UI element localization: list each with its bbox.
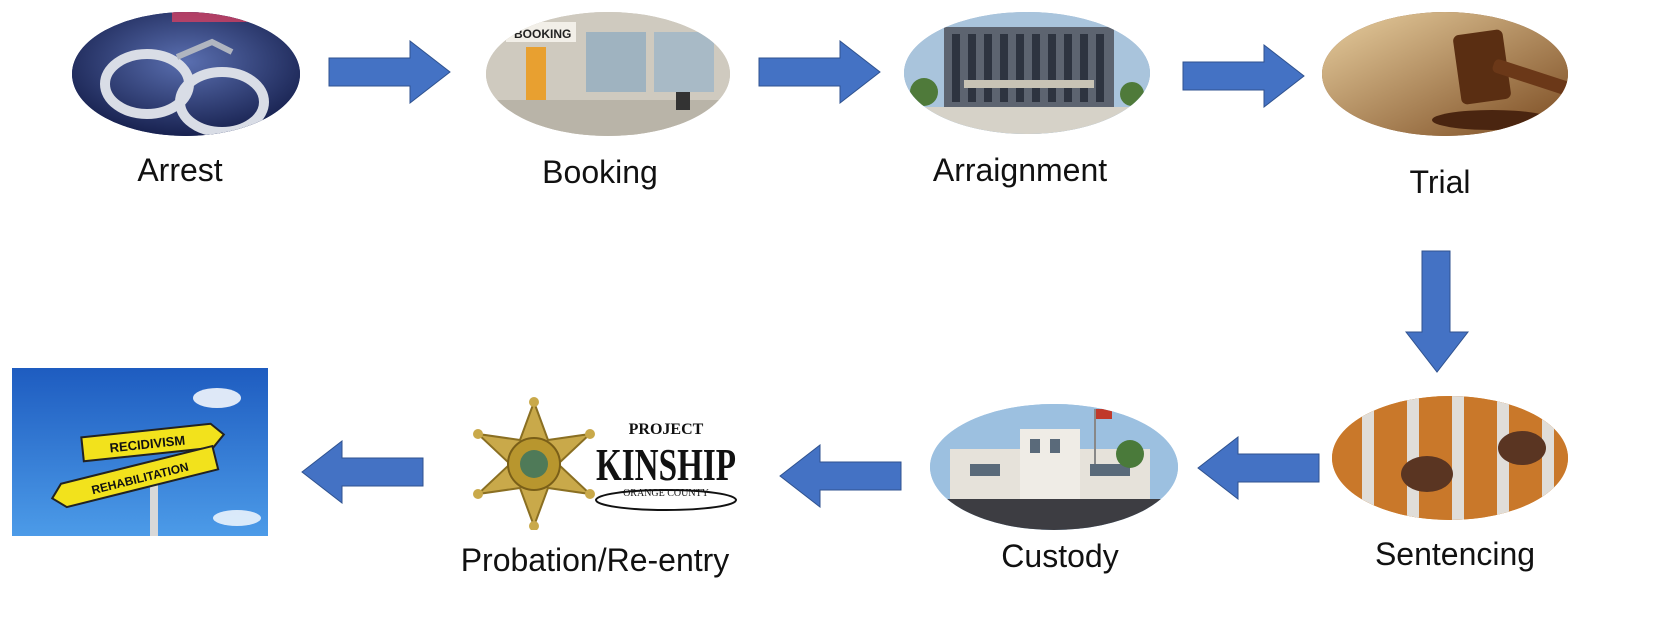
arraignment-image	[904, 12, 1150, 134]
stage-label-arraignment: Arraignment	[932, 152, 1108, 188]
svg-text:BOOKING: BOOKING	[514, 27, 571, 41]
stage-label-arrest: Arrest	[137, 152, 223, 188]
booking-image: BOOKING	[486, 12, 730, 136]
stage-label-custody: Custody	[1001, 538, 1119, 574]
trial-image	[1322, 12, 1568, 136]
stage-label-probation: Probation/Re-entry	[460, 542, 730, 578]
svg-text:PROJECT: PROJECT	[629, 421, 704, 438]
stage-label-sentencing: Sentencing	[1374, 536, 1536, 572]
arrow-left-icon	[779, 444, 902, 508]
sentencing-image	[1332, 396, 1568, 520]
outcome-image: RECIDIVISM REHABILITATION	[12, 368, 268, 536]
arrest-image	[72, 12, 300, 136]
arrow-left-icon	[301, 440, 424, 504]
stage-label-trial: Trial	[1409, 164, 1471, 200]
stage-label-booking: Booking	[542, 154, 658, 190]
arrow-down-icon	[1405, 250, 1469, 373]
svg-text:ORANGE COUNTY: ORANGE COUNTY	[623, 488, 709, 499]
svg-text:KINSHIP: KINSHIP	[596, 439, 736, 490]
arrow-right-icon	[1182, 44, 1305, 108]
custody-image	[930, 404, 1178, 530]
probation-logos: PROJECT KINSHIP ORANGE COUNTY	[466, 396, 762, 530]
arrow-left-icon	[1197, 436, 1320, 500]
arrow-right-icon	[328, 40, 451, 104]
arrow-right-icon	[758, 40, 881, 104]
